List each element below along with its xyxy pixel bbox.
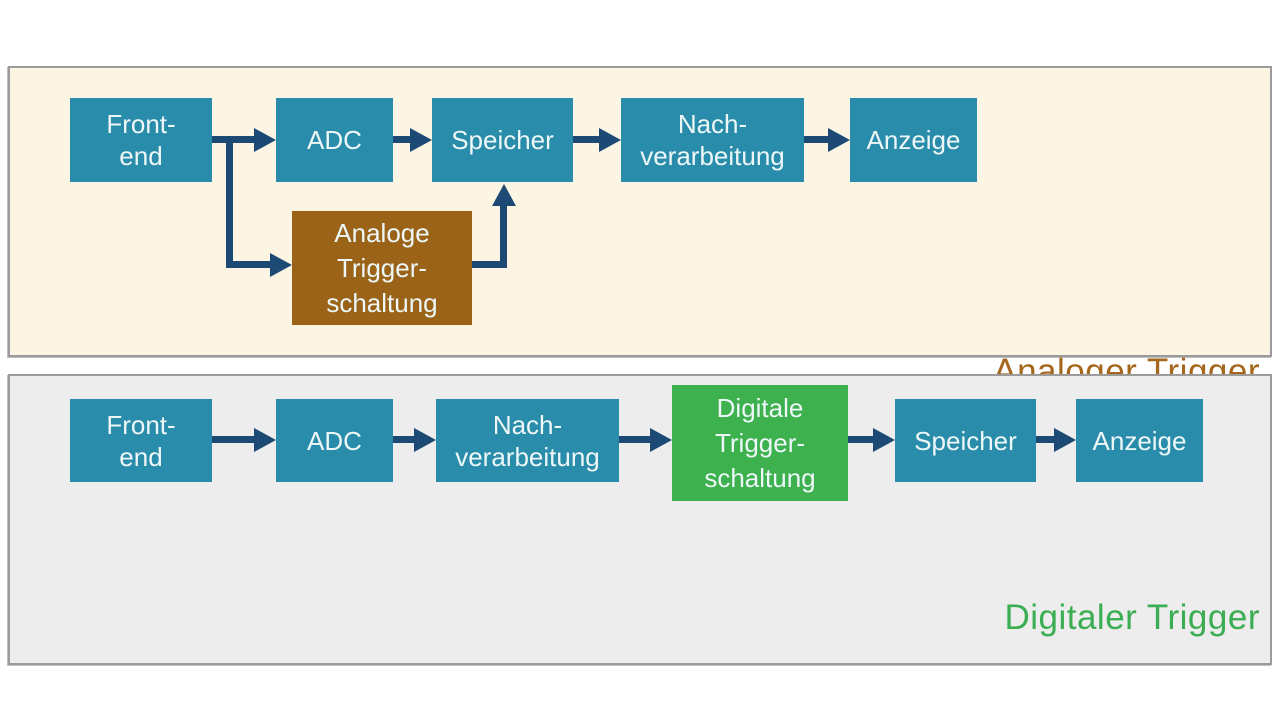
arrowhead-d-speicher-anzeige-icon: [1054, 428, 1076, 452]
arrow-speicher-nach: [573, 136, 599, 143]
analog-trigger-circuit-box: Analoge Trigger- schaltung: [292, 211, 472, 325]
arrow-adc-speicher: [393, 136, 410, 143]
arrowhead-d-trigger-speicher-icon: [873, 428, 895, 452]
arrow-d-speicher-anzeige: [1036, 436, 1054, 443]
arrow-branch-vertical: [226, 136, 233, 268]
digital-panel-title: Digitaler Trigger: [1004, 598, 1260, 637]
analog-trigger-panel: Front- end ADC Speicher Nach- verarbeitu…: [8, 66, 1272, 391]
arrowhead-frontend-adc-icon: [254, 128, 276, 152]
arrowhead-d-frontend-adc-icon: [254, 428, 276, 452]
arrow-trigger-up-vertical: [500, 206, 507, 268]
arrow-nach-anzeige: [804, 136, 828, 143]
arrow-d-nach-trigger: [619, 436, 652, 443]
digital-speicher-box: Speicher: [895, 399, 1036, 482]
arrow-branch-horizontal: [226, 261, 270, 268]
arrowhead-trigger-speicher-icon: [492, 184, 516, 206]
analog-anzeige-box: Anzeige: [850, 98, 977, 182]
arrowhead-nach-anzeige-icon: [828, 128, 850, 152]
arrow-d-adc-nach: [393, 436, 414, 443]
digital-trigger-circuit-box: Digitale Trigger- schaltung: [672, 385, 848, 501]
arrowhead-speicher-nach-icon: [599, 128, 621, 152]
arrow-trigger-out-horizontal: [472, 261, 507, 268]
digital-anzeige-box: Anzeige: [1076, 399, 1203, 482]
arrowhead-d-adc-nach-icon: [414, 428, 436, 452]
analog-frontend-box: Front- end: [70, 98, 212, 182]
arrowhead-branch-trigger-icon: [270, 253, 292, 277]
arrow-d-trigger-speicher: [848, 436, 873, 443]
digital-adc-box: ADC: [276, 399, 393, 482]
arrow-frontend-adc: [212, 136, 256, 143]
analog-adc-box: ADC: [276, 98, 393, 182]
arrowhead-adc-speicher-icon: [410, 128, 432, 152]
digital-trigger-panel: Front- end ADC Nach- verarbeitung Digita…: [8, 374, 1272, 665]
analog-nachverarbeitung-box: Nach- verarbeitung: [621, 98, 804, 182]
analog-speicher-box: Speicher: [432, 98, 573, 182]
digital-frontend-box: Front- end: [70, 399, 212, 482]
arrow-d-frontend-adc: [212, 436, 254, 443]
digital-nachverarbeitung-box: Nach- verarbeitung: [436, 399, 619, 482]
arrowhead-d-nach-trigger-icon: [650, 428, 672, 452]
